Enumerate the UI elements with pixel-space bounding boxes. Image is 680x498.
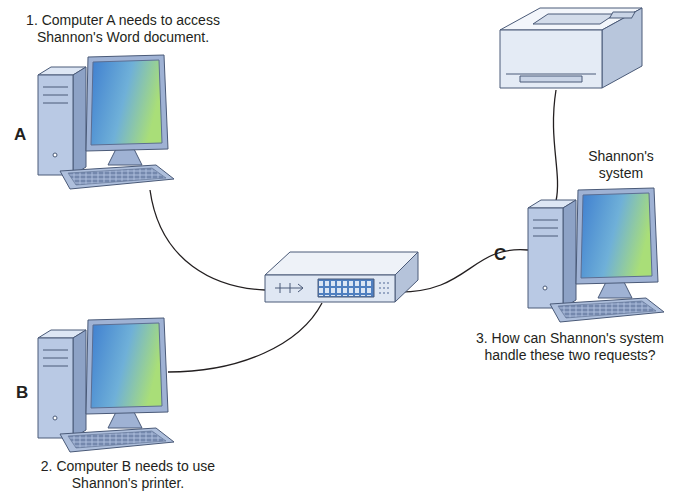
printer [500, 8, 642, 88]
computer-a [38, 55, 174, 189]
computer-c [528, 188, 664, 322]
network-switch [265, 252, 418, 302]
computer-node: C Shannon's system 3. How can Shannon's sy… [460, 140, 680, 380]
callout-letter: B [16, 384, 40, 401]
network-cable [150, 90, 558, 372]
callout-letter: C [494, 246, 518, 263]
computer-node: B 2. Computer B needs to use Shannon's pr… [0, 310, 260, 498]
request-caption: 2. Computer B needs to use Shannon's pri… [28, 458, 228, 492]
question-caption: 3. How can Shannon's system handle these… [464, 330, 676, 364]
request-caption: 1. Computer A needs to access Shannon's … [12, 12, 234, 46]
computer-b [38, 318, 174, 452]
callout-letter: A [14, 126, 38, 143]
computer-node: A 1. Computer A needs to access Shannon's… [0, 0, 250, 200]
system-label: Shannon's system [578, 148, 664, 182]
